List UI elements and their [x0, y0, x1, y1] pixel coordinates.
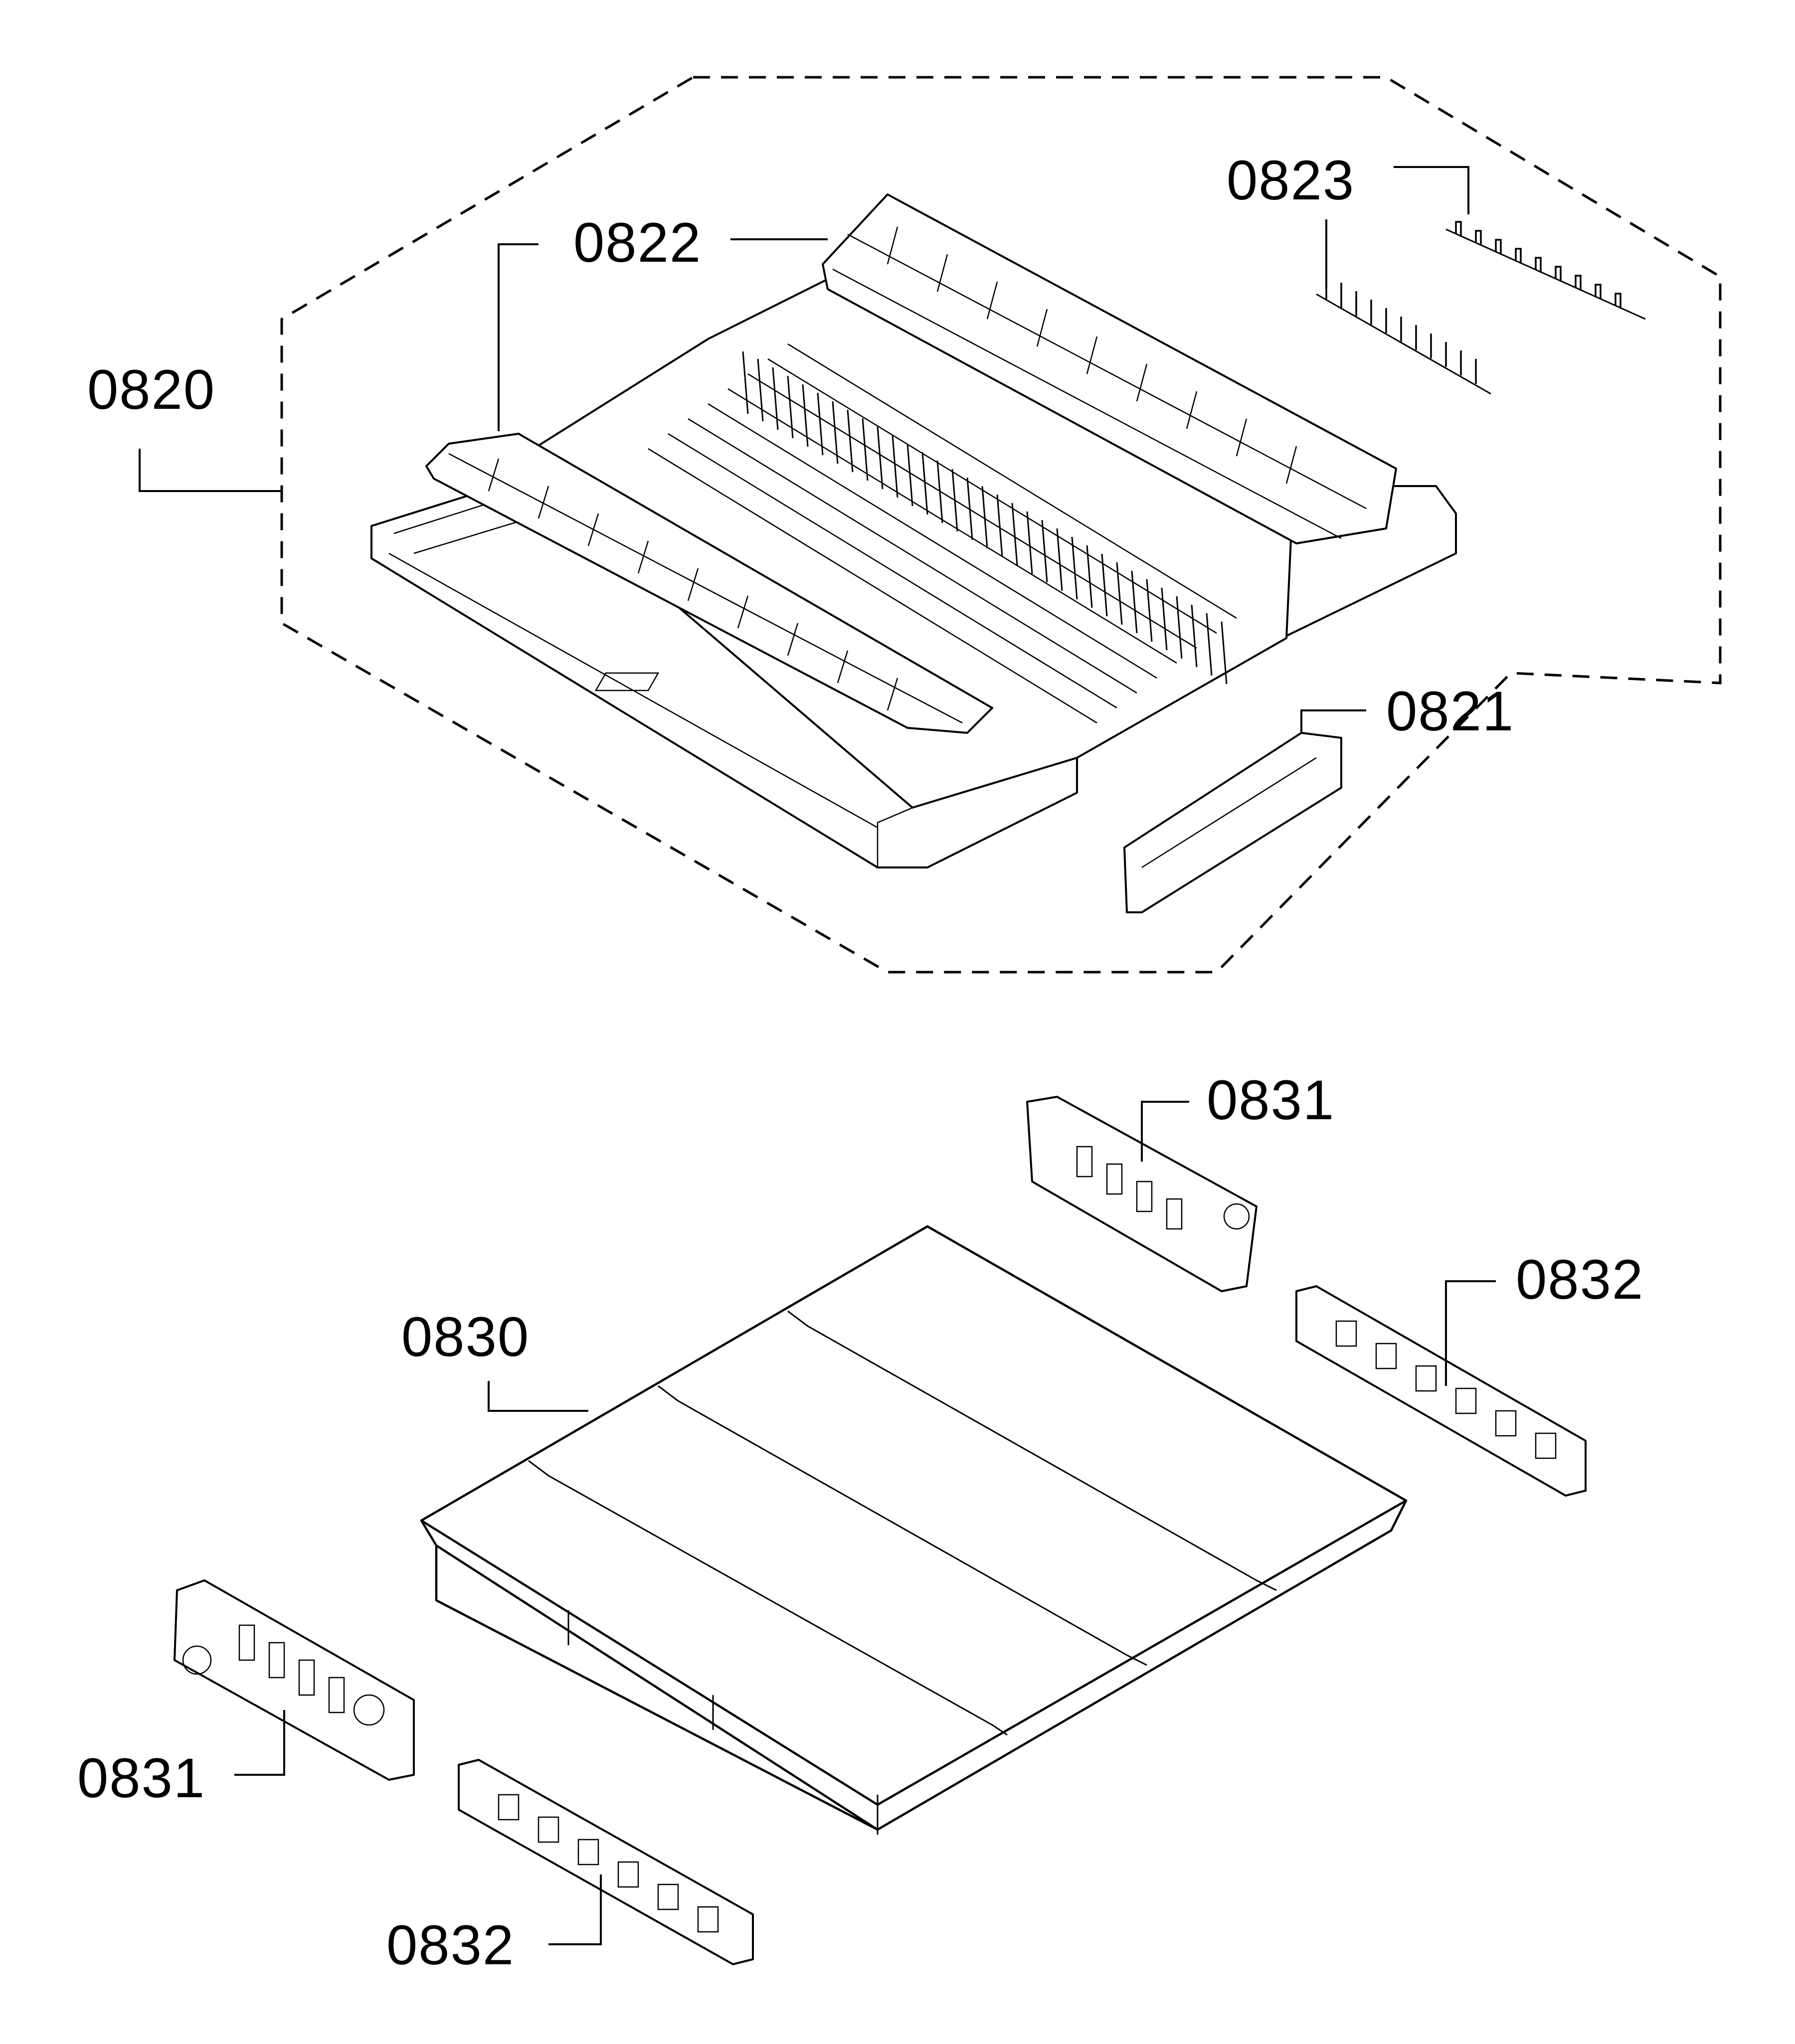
central-comb: [742, 351, 1228, 684]
rail-cover-part-0832-lower: [458, 1759, 754, 1965]
callout-0831-lower: 0831: [77, 1747, 205, 1809]
callout-0830: 0830: [401, 1306, 530, 1368]
callout-0822: 0822: [573, 211, 702, 274]
rail-support-part-0831-upper: [1026, 1096, 1257, 1292]
rail-cover-part-0832-upper: [1295, 1285, 1587, 1497]
callout-0823: 0823: [1227, 149, 1355, 211]
front-rail-part: [425, 433, 993, 734]
callout-0821: 0821: [1386, 680, 1514, 742]
callout-0831-upper: 0831: [1207, 1069, 1335, 1131]
leader-lines: [139, 166, 1496, 1945]
callout-0832-lower: 0832: [386, 1914, 515, 1976]
comb-part-0823: [1316, 221, 1646, 395]
callout-0820: 0820: [87, 358, 215, 421]
tine-rows: [648, 343, 1237, 724]
rail-support-part-0831-lower: [174, 1579, 415, 1781]
wire-basket-part-0830: [420, 1225, 1408, 1835]
rear-rail-part: [822, 193, 1397, 544]
callout-labels: 0820 0821 0822 0823 0830 0831 0831 0832 …: [77, 149, 1644, 1976]
callout-0832-upper: 0832: [1516, 1248, 1644, 1311]
assembly-boundary-dashed: [280, 76, 1722, 974]
handle-part-0821: [1123, 732, 1342, 913]
assembly-0820-group: [280, 76, 1722, 974]
